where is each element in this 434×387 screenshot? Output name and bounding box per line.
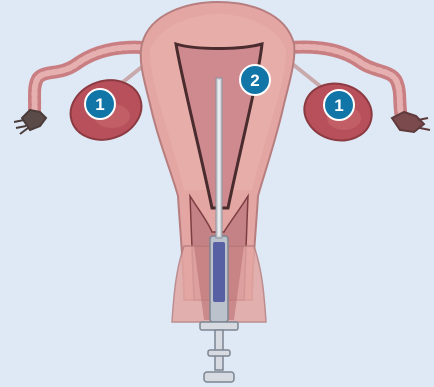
- marker-uterine-cavity: 2: [240, 65, 270, 95]
- syringe-flange: [200, 322, 238, 330]
- marker-ovary-left-label: 1: [95, 95, 104, 114]
- syringe-plunger-head: [204, 372, 234, 382]
- marker-uterine-cavity-label: 2: [250, 71, 259, 90]
- marker-ovary-right: 1: [324, 90, 354, 120]
- marker-ovary-left: 1: [85, 89, 115, 119]
- marker-ovary-right-label: 1: [334, 96, 343, 115]
- syringe-fluid: [213, 242, 225, 302]
- syringe-plunger-ring: [208, 350, 230, 356]
